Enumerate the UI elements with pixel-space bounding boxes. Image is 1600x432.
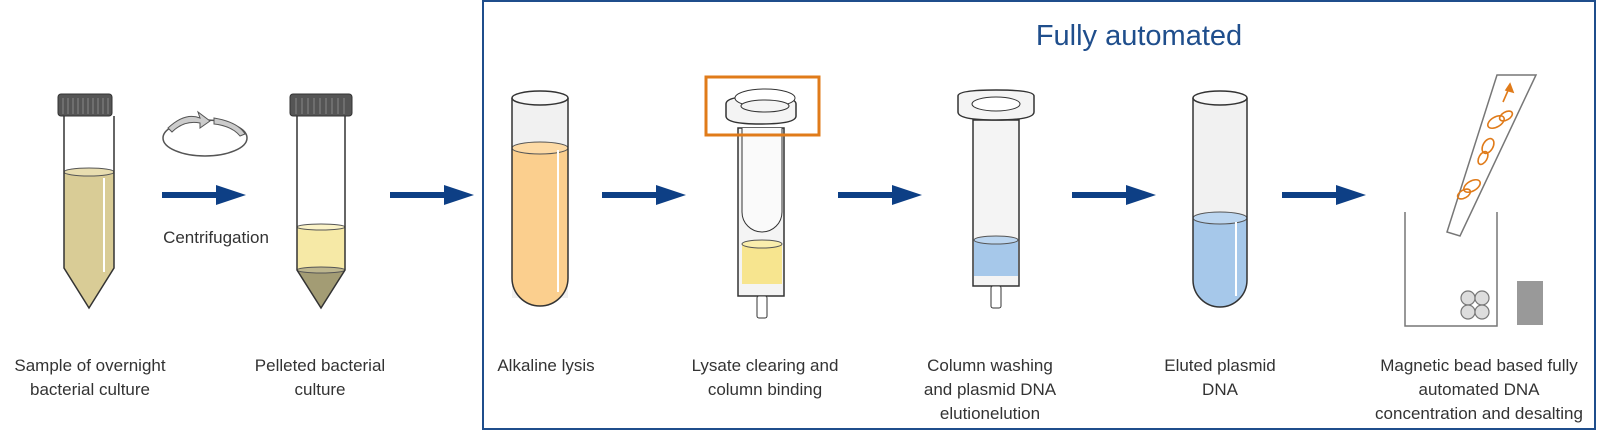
arrow-icon [390,185,474,205]
arrows [162,185,1366,205]
highlight-box [704,75,821,137]
lysis-tube-icon [511,90,569,307]
spin-column-icon [725,88,797,319]
frame-title: Fully automated [1035,20,1243,52]
fully-automated-frame: Fully automated [482,0,1596,430]
culture-tube-icon [57,93,115,310]
dna-icon [1456,82,1515,200]
wash-column-icon [957,89,1035,309]
magnet-icon [1517,281,1543,325]
arrow-icon [1072,185,1156,205]
pelleted-tube-icon [289,93,353,310]
arrow-icon [1282,185,1366,205]
arrow-icon [162,185,246,205]
step-label-lysis: Alkaline lysis [497,356,595,375]
arrow-icon [838,185,922,205]
arrow-icon [602,185,686,205]
magnetic-bead-icon [1404,74,1543,327]
rotation-arrow-icon [162,110,248,157]
centrifugation-label: Centrifugation [163,228,269,247]
eluate-tube-icon [1192,90,1248,308]
